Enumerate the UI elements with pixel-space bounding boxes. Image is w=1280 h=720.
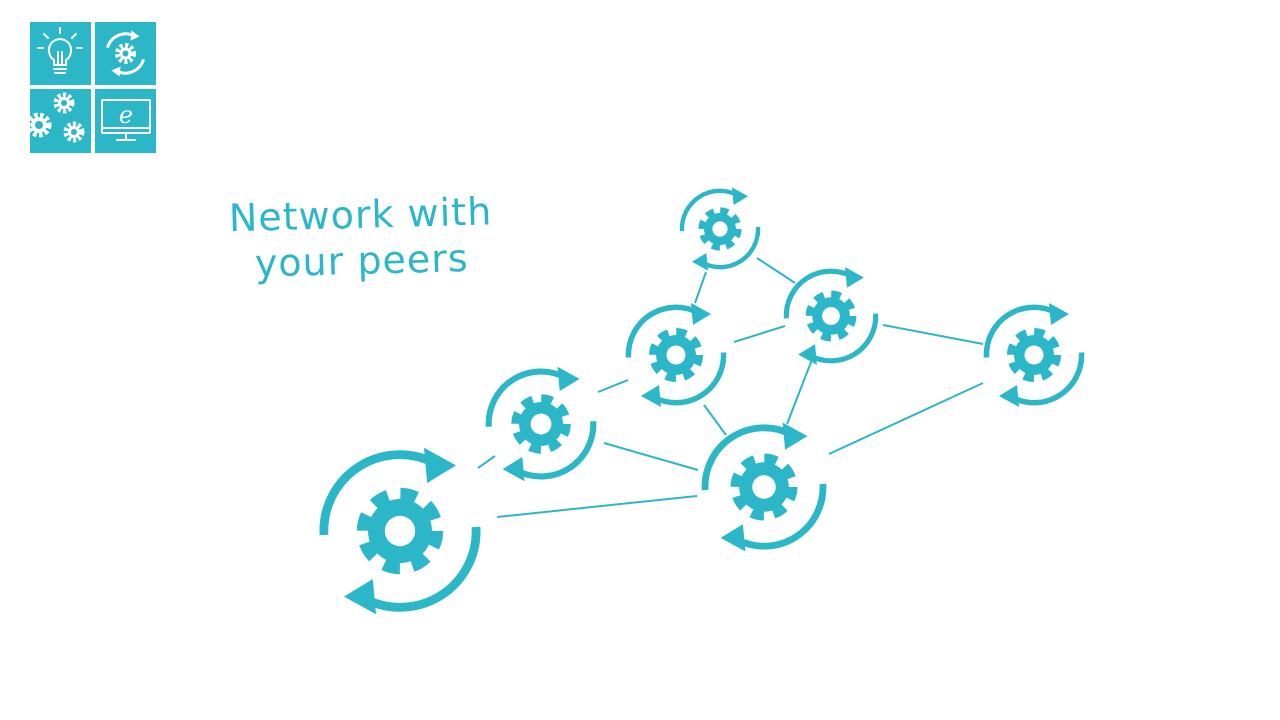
link [882, 324, 984, 345]
link [603, 442, 699, 471]
peer-node [682, 187, 758, 270]
network-links [477, 257, 984, 518]
peer-node [489, 367, 594, 481]
link [733, 325, 786, 343]
brand-logo: e [30, 22, 156, 153]
gears-icon [30, 92, 85, 143]
link [694, 271, 707, 304]
svg-text:e: e [119, 101, 133, 129]
link [786, 356, 814, 425]
peer-node [786, 267, 875, 365]
gear-cycle-icon [106, 30, 145, 77]
peer-node [705, 423, 823, 552]
link [477, 455, 496, 469]
peer-node [628, 303, 723, 407]
link [597, 379, 629, 393]
link [703, 404, 727, 436]
peer-node [324, 448, 476, 614]
e-learning-monitor-icon: e [101, 99, 151, 141]
link [496, 495, 698, 518]
link [828, 382, 984, 455]
link [756, 257, 796, 284]
lightbulb-icon [37, 27, 83, 74]
peer-node [986, 303, 1081, 407]
